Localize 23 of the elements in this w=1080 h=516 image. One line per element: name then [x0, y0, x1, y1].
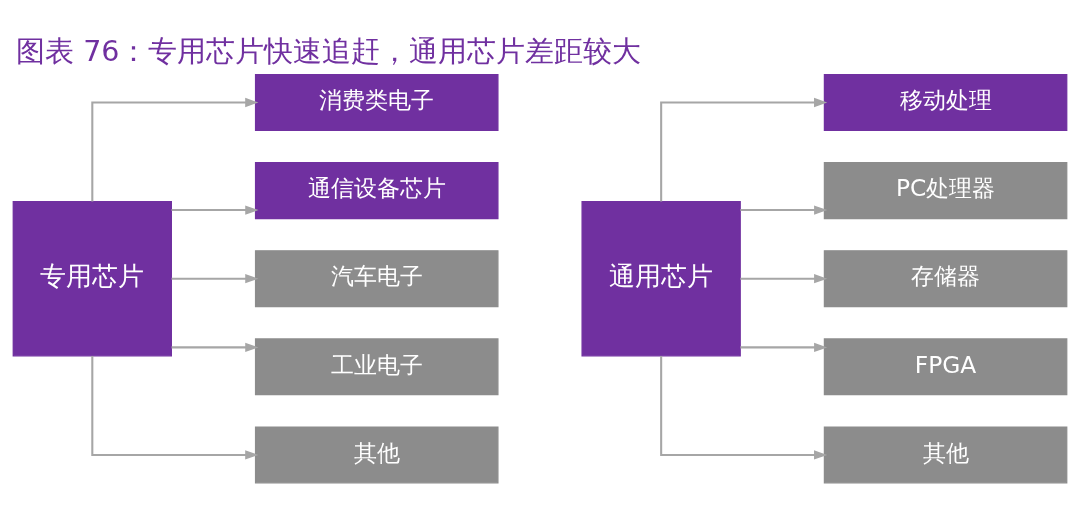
arrow: [740, 205, 828, 215]
arrow: [91, 97, 259, 202]
node-box: 存储器: [823, 250, 1068, 308]
arrow: [740, 274, 828, 284]
arrow: [171, 274, 259, 284]
node-box: PC处理器: [823, 162, 1068, 220]
node-box: 通信设备芯片: [254, 162, 499, 220]
node-box: 专用芯片: [12, 201, 172, 357]
node-box: 其他: [254, 426, 499, 484]
node-box: 汽车电子: [254, 250, 499, 308]
node-box: 移动处理: [823, 74, 1068, 131]
node-box: FPGA: [823, 338, 1068, 396]
arrow: [660, 356, 828, 460]
node-box: 消费类电子: [254, 74, 499, 131]
arrow: [171, 205, 259, 215]
arrow: [660, 97, 828, 202]
node-box: 其他: [823, 426, 1068, 484]
node-box: 工业电子: [254, 338, 499, 396]
arrow: [171, 342, 259, 353]
arrow: [91, 356, 259, 460]
arrow: [740, 342, 828, 353]
node-box: 通用芯片: [581, 201, 741, 357]
diagram-title: 图表 76：专用芯片快速追赶，通用芯片差距较大: [16, 35, 642, 69]
